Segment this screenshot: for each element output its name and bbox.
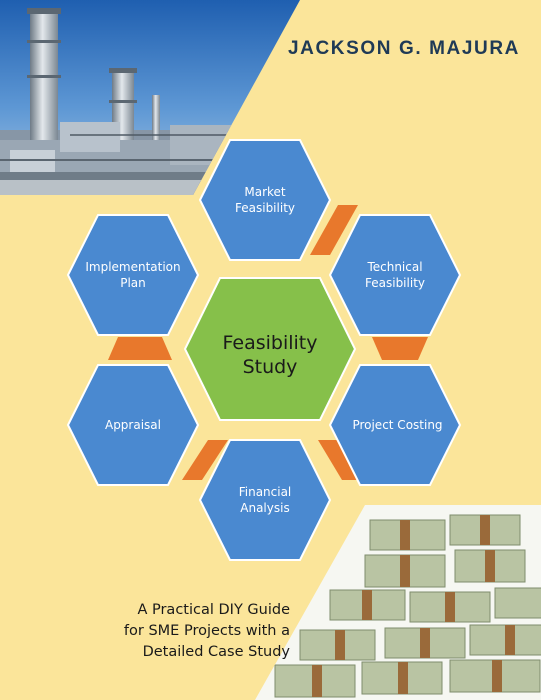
subtitle-line1: A Practical DIY Guide [137,602,290,618]
author-name: JACKSON G. MAJURA [288,38,520,59]
center-title: Feasibility Study [185,320,355,390]
hex-technical [328,214,462,336]
hex-costing [328,364,462,486]
hex-implementation [66,214,200,336]
hex-appraisal-label: Appraisal [73,405,193,445]
connector-implementation-appraisal [108,337,172,360]
hex-technical-line1: Technical [367,260,423,274]
hex-market-line2: Feasibility [235,201,295,215]
hex-market-label: Market Feasibility [205,180,325,220]
hex-financial [198,439,332,561]
hex-appraisal-line1: Appraisal [104,418,161,432]
center-title-line1: Feasibility [222,332,318,354]
hex-financial-line2: Analysis [240,501,290,515]
hex-financial-label: Financial Analysis [205,480,325,520]
hex-market [198,139,332,261]
connector-appraisal-financial [182,440,228,480]
connector-costing-financial [318,440,362,480]
hex-implementation-line2: Plan [120,276,146,290]
hex-technical-line2: Feasibility [365,276,425,290]
connectors [108,205,428,480]
subtitle-line2: for SME Projects with a [123,623,290,639]
hex-implementation-line1: Implementation [85,260,181,274]
hex-appraisal [66,364,200,486]
connector-technical-costing [372,337,428,360]
hex-implementation-label: Implementation Plan [70,255,196,295]
connector-market-technical [310,205,358,255]
hex-technical-label: Technical Feasibility [335,255,455,295]
subtitle: A Practical DIY Guide for SME Projects w… [60,600,290,663]
center-title-line2: Study [242,356,298,378]
hex-costing-line1: Project Costing [352,418,443,432]
hex-market-line1: Market [244,185,286,199]
subtitle-line3: Detailed Case Study [142,644,290,660]
hex-costing-label: Project Costing [335,405,460,445]
hex-financial-line1: Financial [238,485,292,499]
hex-center [183,277,357,421]
